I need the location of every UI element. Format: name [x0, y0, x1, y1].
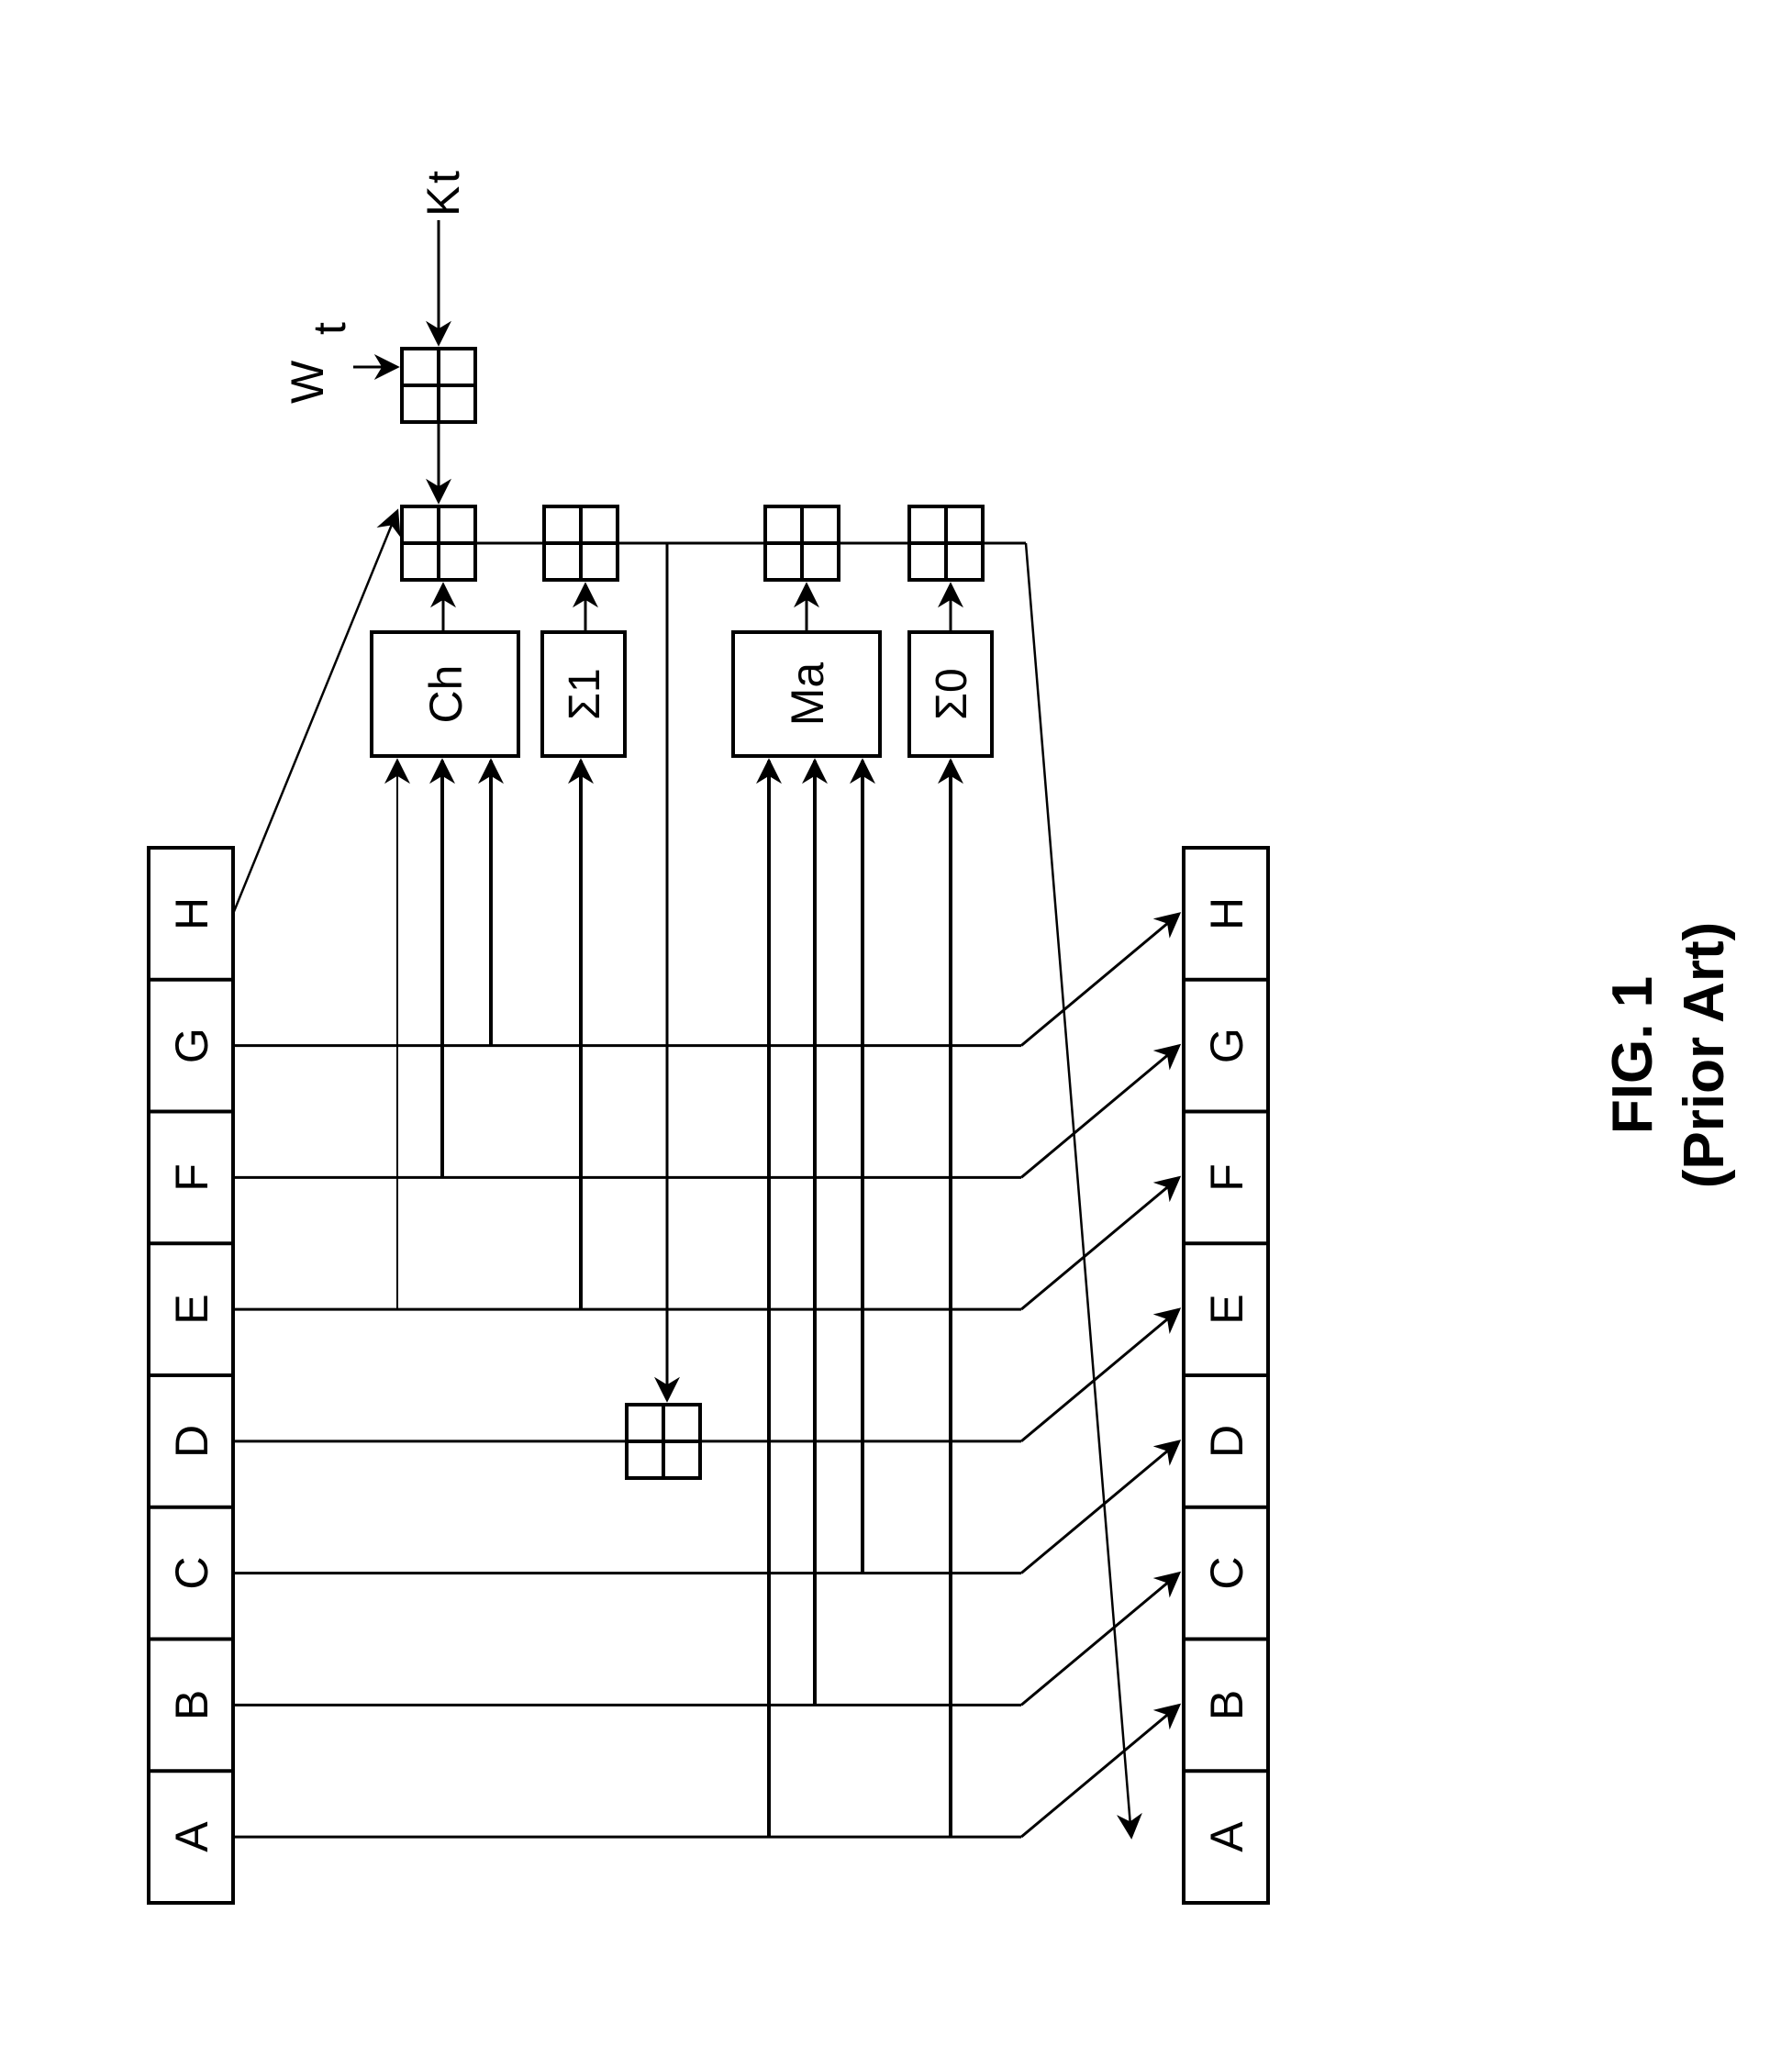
- output-register-h: H: [1201, 897, 1252, 930]
- diagram-body: A B C D E F G H A B C D E F G H: [149, 220, 1268, 1903]
- output-register-e: E: [1201, 1294, 1252, 1324]
- input-register-a: A: [166, 1821, 217, 1852]
- shift-arrows: [1021, 914, 1179, 1837]
- k-subscript: t: [417, 171, 469, 183]
- adder-1: [402, 506, 475, 580]
- input-register-e: E: [166, 1294, 217, 1324]
- input-register-d: D: [166, 1425, 217, 1458]
- w-label: W: [282, 360, 333, 404]
- output-register-g: G: [1201, 1028, 1252, 1063]
- caption-figure-number: FIG. 1: [1601, 976, 1664, 1134]
- input-register-h: H: [166, 897, 217, 930]
- adder-input-sum: [402, 349, 475, 422]
- input-register-f: F: [166, 1163, 217, 1192]
- output-register-f: F: [1201, 1163, 1252, 1192]
- ma-label: Ma: [782, 662, 833, 727]
- sigma0-label: Σ0: [928, 668, 976, 719]
- input-register-g: G: [166, 1028, 217, 1063]
- output-registers: A B C D E F G H: [1184, 848, 1268, 1903]
- output-register-c: C: [1201, 1557, 1252, 1590]
- input-registers: A B C D E F G H: [149, 848, 233, 1903]
- output-register-d: D: [1201, 1425, 1252, 1458]
- output-register-b: B: [1201, 1690, 1252, 1720]
- function-sigma1: Σ1: [542, 632, 625, 756]
- adder-3: [765, 506, 839, 580]
- caption-prior-art: (Prior Art): [1673, 922, 1736, 1188]
- adder-4: [909, 506, 983, 580]
- adder-chain: [233, 422, 1131, 1837]
- w-subscript: t: [304, 322, 355, 335]
- function-sigma0: Σ0: [909, 632, 992, 756]
- figure-caption: FIG. 1 (Prior Art): [1601, 922, 1736, 1188]
- adder-d: [627, 1405, 700, 1478]
- function-taps: [397, 761, 951, 1837]
- function-ch: Ch: [372, 632, 518, 756]
- function-outputs: [443, 584, 951, 632]
- function-ma: Ma: [733, 632, 880, 756]
- ch-label: Ch: [420, 665, 472, 724]
- input-register-c: C: [166, 1557, 217, 1590]
- adder-2: [544, 506, 618, 580]
- output-register-a: A: [1201, 1821, 1252, 1852]
- k-label: K: [417, 186, 469, 217]
- sigma1-label: Σ1: [561, 668, 609, 719]
- round-inputs: [353, 220, 439, 367]
- input-register-b: B: [166, 1690, 217, 1720]
